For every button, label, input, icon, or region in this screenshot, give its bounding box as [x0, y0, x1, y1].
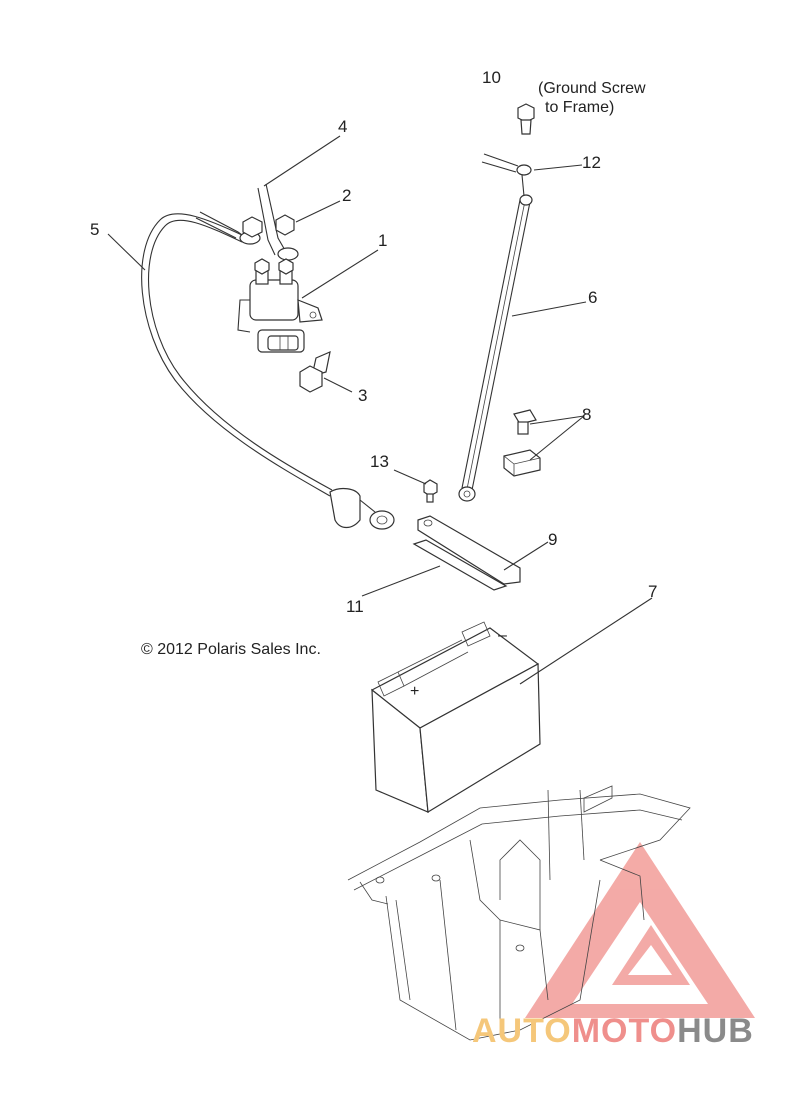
watermark-part-auto: AUTO — [472, 1012, 572, 1050]
ground-screw-note-line1: (Ground Screw — [538, 80, 646, 97]
leader-lines — [107, 135, 653, 685]
part-9-strap — [417, 515, 521, 585]
callout-6: 6 — [588, 288, 597, 307]
part-2-nuts — [242, 214, 295, 238]
callout-1: 1 — [378, 231, 387, 250]
callout-4: 4 — [338, 117, 347, 136]
callout-13: 13 — [370, 452, 389, 471]
part-7-battery — [370, 621, 541, 814]
watermark-part-moto: MOTO — [572, 1012, 677, 1050]
part-6-rod — [458, 194, 533, 502]
part-8-bolt-and-nut — [503, 409, 541, 477]
part-13-screw — [423, 479, 438, 503]
callout-8: 8 — [582, 405, 591, 424]
part-5-cable — [141, 213, 395, 530]
callout-12: 12 — [582, 153, 601, 172]
battery-minus-mark: – — [498, 627, 507, 644]
battery-plus-mark: + — [410, 683, 419, 700]
battery-tray — [347, 785, 691, 1041]
watermark-text: AUTOMOTOHUB — [472, 1012, 754, 1050]
part-3-bolt — [299, 350, 331, 393]
ground-screw-note-line2: to Frame) — [545, 99, 614, 116]
part-12-cable-terminal — [481, 153, 532, 197]
callout-5: 5 — [90, 220, 99, 239]
callout-11: 11 — [346, 597, 364, 616]
watermark-part-hub: HUB — [677, 1012, 754, 1050]
part-11-pad — [412, 539, 508, 591]
callout-9: 9 — [548, 530, 557, 549]
callout-2: 2 — [342, 186, 351, 205]
part-1-solenoid — [237, 258, 323, 353]
part-10-ground-screw — [517, 103, 535, 135]
callout-3: 3 — [358, 386, 367, 405]
callout-10: 10 — [482, 68, 501, 87]
watermark-logo — [525, 842, 755, 1018]
copyright-text: © 2012 Polaris Sales Inc. — [141, 641, 321, 658]
callout-7: 7 — [648, 582, 657, 601]
